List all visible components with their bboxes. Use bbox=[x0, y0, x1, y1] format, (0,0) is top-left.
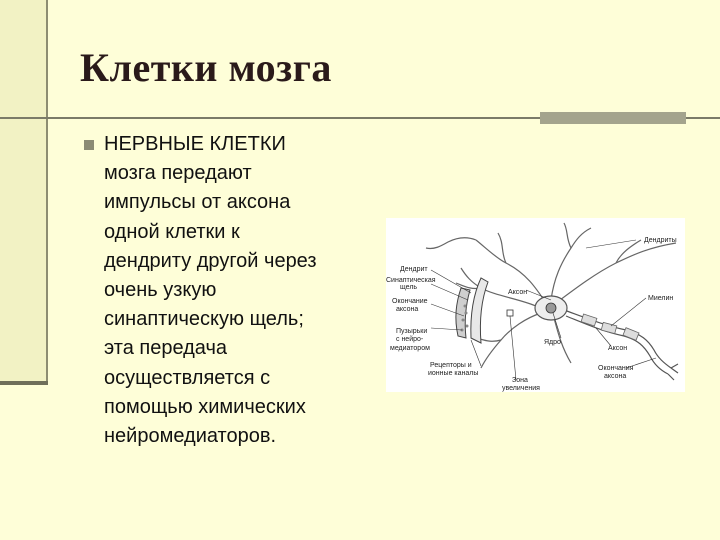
label-axon-upper: Аксон bbox=[508, 289, 527, 296]
label-terminals-2: аксона bbox=[604, 373, 626, 380]
label-zoom-2: увеличения bbox=[502, 385, 540, 392]
leader-lines bbox=[430, 239, 657, 381]
left-accent-bar bbox=[0, 0, 46, 384]
label-vesicles-2: с нейро- bbox=[396, 335, 424, 343]
title-divider-accent bbox=[540, 112, 686, 124]
bullet-text: НЕРВНЫЕ КЛЕТКИ мозга передают импульсы о… bbox=[104, 133, 317, 448]
label-receptors-2: ионные каналы bbox=[428, 370, 478, 377]
label-axon-terminal-2: аксона bbox=[396, 306, 418, 313]
left-accent-end bbox=[0, 381, 48, 385]
label-dendrite: Дендрит bbox=[400, 266, 428, 273]
label-axon-terminal-1: Окончание bbox=[392, 298, 428, 305]
label-dendrites: Дендриты bbox=[644, 237, 677, 244]
synapse-inset bbox=[455, 277, 514, 344]
label-synaptic-cleft-2: щель bbox=[400, 284, 417, 291]
label-myelin: Миелин bbox=[648, 295, 673, 302]
label-terminals-1: Окончания bbox=[598, 365, 634, 372]
left-accent-line bbox=[46, 0, 48, 384]
label-vesicles-3: медиатором bbox=[390, 345, 430, 352]
neuron-illustration: Дендриты Дендрит Синаптическая щель Окон… bbox=[386, 222, 679, 392]
label-axon-lower: Аксон bbox=[608, 345, 627, 352]
neuron-diagram: Дендриты Дендрит Синаптическая щель Окон… bbox=[386, 218, 685, 392]
nucleus bbox=[545, 302, 557, 314]
myelin-segments bbox=[580, 313, 640, 341]
bullet-marker bbox=[84, 140, 94, 150]
slide-title: Клетки мозга bbox=[80, 45, 332, 90]
label-synaptic-cleft-1: Синаптическая bbox=[386, 277, 436, 284]
label-receptors-1: Рецепторы и bbox=[430, 362, 472, 369]
title-divider bbox=[0, 117, 720, 119]
label-nucleus: Ядро bbox=[544, 339, 561, 346]
label-vesicles-1: Пузырьки bbox=[396, 328, 427, 335]
label-zoom-1: Зона bbox=[512, 377, 528, 384]
